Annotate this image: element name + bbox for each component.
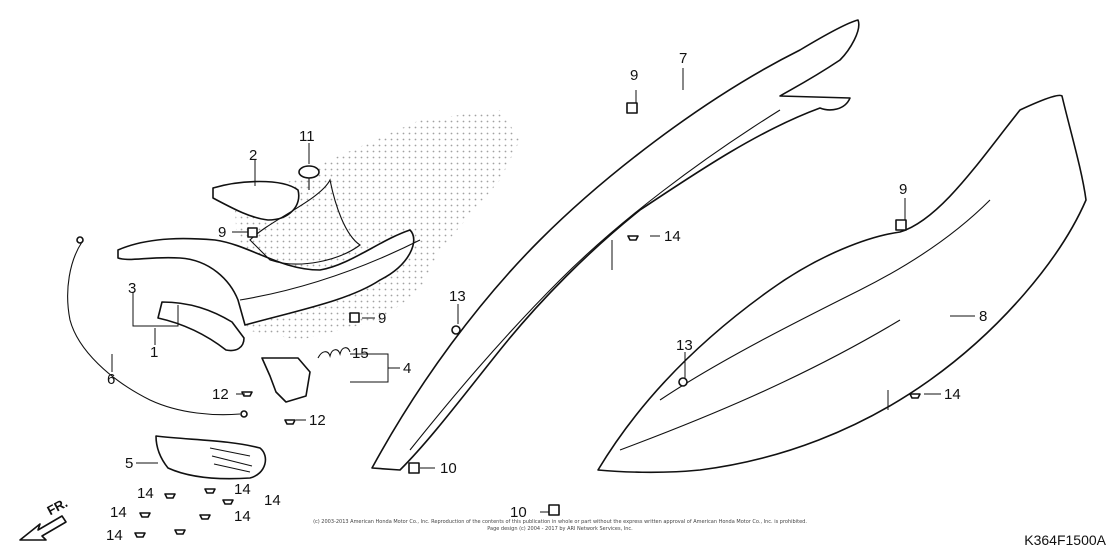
callout-10[interactable]: 10 (440, 460, 457, 477)
callout-9[interactable]: 9 (899, 181, 907, 198)
callout-5[interactable]: 5 (125, 455, 133, 472)
callout-8[interactable]: 8 (979, 308, 987, 325)
callout-1[interactable]: 1 (150, 344, 158, 361)
part-3-inner-arch (249, 178, 361, 265)
part-8-inner-line (659, 199, 991, 401)
diagram-code: K364F1500A (1024, 532, 1106, 548)
callout-14[interactable]: 14 (664, 228, 681, 245)
callout-2[interactable]: 2 (249, 147, 257, 164)
part-15-spring[interactable] (317, 347, 351, 359)
part-8-crease (619, 319, 901, 451)
callout-7[interactable]: 7 (679, 50, 687, 67)
callout-13[interactable]: 13 (676, 337, 693, 354)
callout-14[interactable]: 14 (110, 504, 127, 521)
callout-9[interactable]: 9 (378, 310, 386, 327)
direction-arrow-icon (19, 515, 67, 541)
part-3-lower-rail (239, 239, 421, 301)
part-4-bracket[interactable] (261, 357, 311, 403)
part-6-cable[interactable] (67, 241, 241, 416)
part-7-inner-edge (409, 109, 781, 451)
callout-6[interactable]: 6 (107, 371, 115, 388)
callout-13[interactable]: 13 (449, 288, 466, 305)
callout-9[interactable]: 9 (218, 224, 226, 241)
callout-15[interactable]: 15 (352, 345, 369, 362)
callout-14[interactable]: 14 (137, 485, 154, 502)
leader-lines (111, 68, 975, 513)
part-7-side-rail[interactable] (371, 19, 860, 471)
part-3-center-cover[interactable] (117, 229, 415, 326)
callout-14[interactable]: 14 (264, 492, 281, 509)
callout-14[interactable]: 14 (234, 481, 251, 498)
copyright-line-1: (c) 2003-2013 American Honda Motor Co., … (313, 519, 807, 525)
callout-14[interactable]: 14 (106, 527, 123, 544)
callouts: 2 11 9 3 1 6 9 15 4 12 12 13 5 14 14 14 … (106, 50, 987, 544)
part-11-clip[interactable] (298, 165, 320, 190)
callout-12[interactable]: 12 (309, 412, 326, 429)
part-1-strip[interactable] (157, 301, 245, 352)
part-5-slots (209, 447, 253, 473)
part-5-bracket[interactable] (155, 435, 267, 480)
callout-10[interactable]: 10 (510, 504, 527, 521)
callout-9[interactable]: 9 (630, 67, 638, 84)
callout-14[interactable]: 14 (944, 386, 961, 403)
part-8-side-panel[interactable] (597, 94, 1087, 474)
copyright-notice: (c) 2003-2013 American Honda Motor Co., … (280, 519, 840, 533)
fastener-group (134, 102, 921, 538)
callout-14[interactable]: 14 (234, 508, 251, 525)
callout-11[interactable]: 11 (299, 128, 315, 145)
callout-12[interactable]: 12 (212, 386, 229, 403)
callout-3[interactable]: 3 (128, 280, 136, 297)
callout-4[interactable]: 4 (403, 360, 411, 377)
copyright-line-2: Page design (c) 2004 - 2017 by ARI Netwo… (487, 526, 633, 532)
